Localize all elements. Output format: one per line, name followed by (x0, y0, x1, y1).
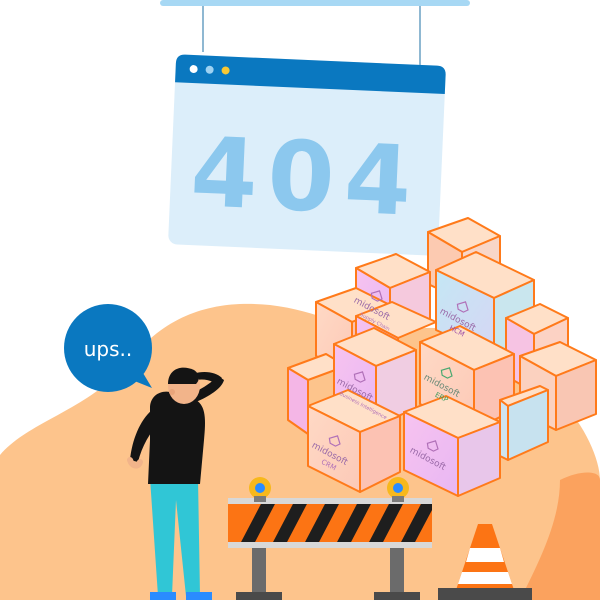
window-dot-yellow-icon (221, 66, 230, 75)
construction-barrier (228, 477, 432, 600)
midosoft-logo-icon (456, 301, 469, 313)
window-dot-blue-icon (205, 65, 214, 74)
midosoft-logo-icon (426, 440, 439, 452)
error-window: 404 (168, 54, 446, 256)
box-stack (287, 217, 597, 497)
hanging-rod (160, 0, 470, 6)
background-hill-shadow (520, 472, 600, 600)
midosoft-logo-icon (440, 367, 453, 379)
box (287, 353, 347, 435)
midosoft-logo-icon (370, 290, 383, 302)
speech-bubble: ups.. (64, 304, 152, 392)
window-dot-white-icon (189, 65, 198, 74)
box (519, 341, 597, 431)
traffic-cone-icon (438, 524, 532, 600)
midosoft-logo-icon (353, 371, 366, 383)
speech-bubble-text: ups.. (84, 337, 133, 361)
midosoft-logo-icon (328, 435, 341, 447)
barrier-stripes (240, 502, 432, 544)
error-code: 404 (189, 116, 424, 238)
box (307, 389, 401, 493)
box (403, 395, 501, 497)
box (499, 385, 549, 461)
person-figure (127, 367, 224, 600)
